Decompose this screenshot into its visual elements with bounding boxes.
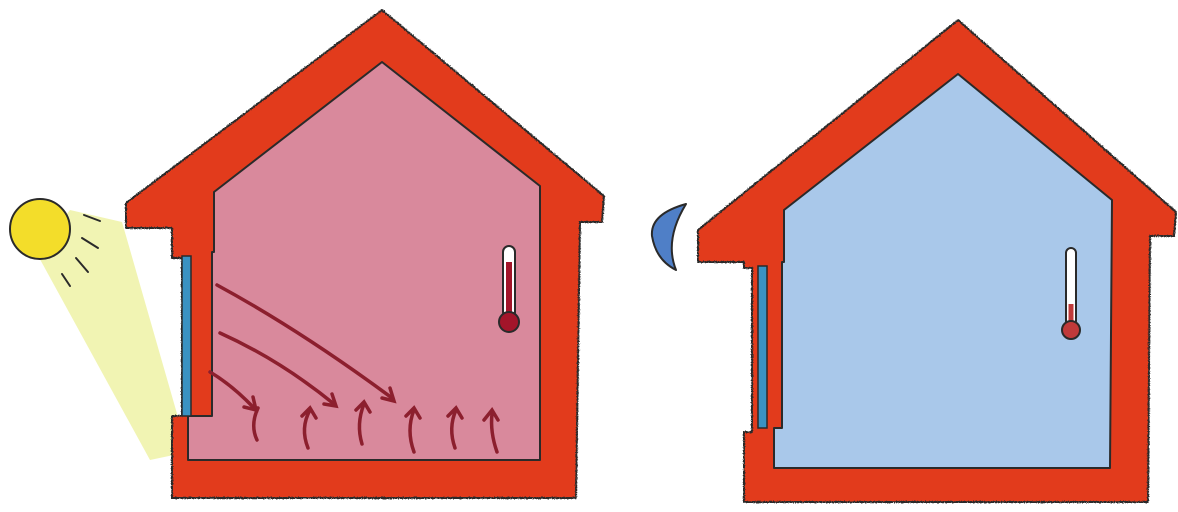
left-window: [182, 256, 191, 416]
left-thermometer-icon: [499, 246, 519, 332]
right-scene: [652, 20, 1176, 502]
left-scene: [10, 10, 604, 498]
moon-icon: [652, 204, 686, 270]
right-window: [758, 266, 767, 428]
